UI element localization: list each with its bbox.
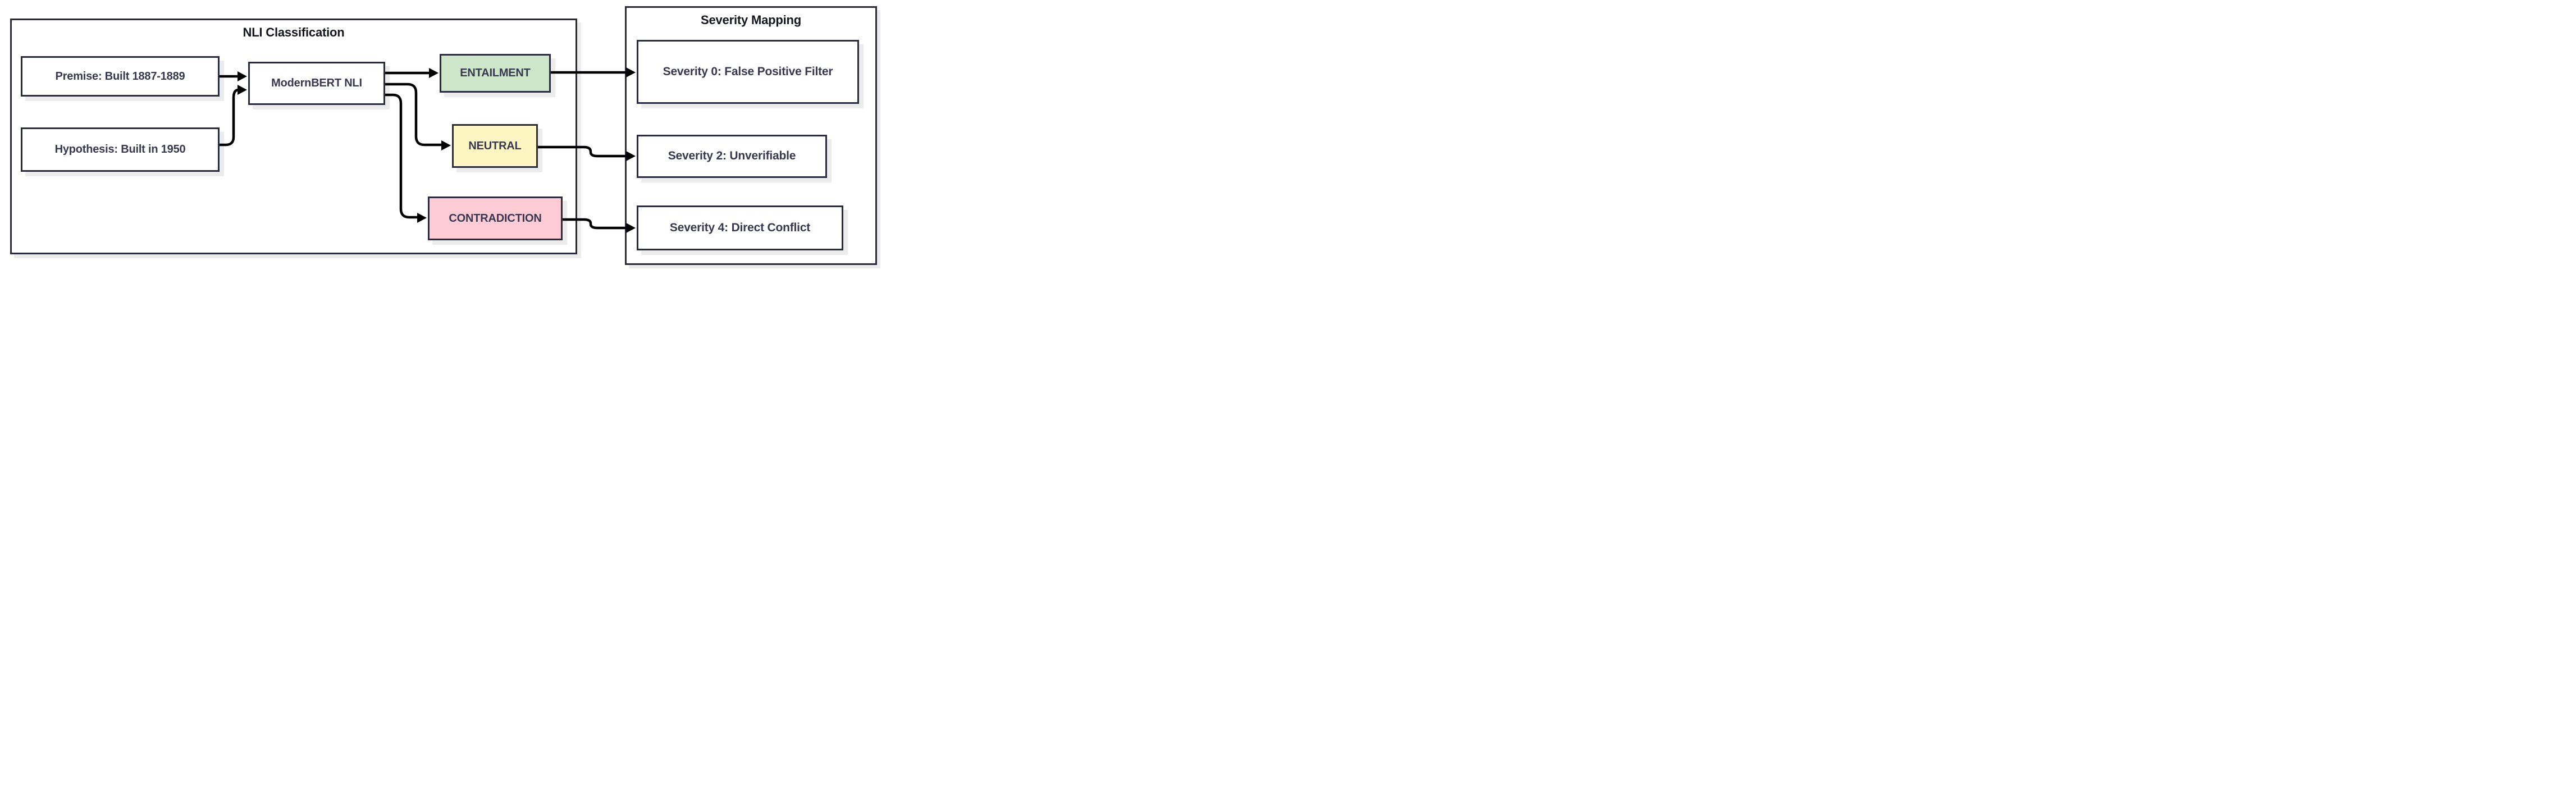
neutral-label: NEUTRAL bbox=[468, 139, 522, 152]
severity-mapping-title: Severity Mapping bbox=[701, 13, 801, 27]
premise-node: Premise: Built 1887-1889 bbox=[21, 56, 220, 97]
severity-0-label: Severity 0: False Positive Filter bbox=[663, 65, 833, 78]
severity-4-node: Severity 4: Direct Conflict bbox=[637, 205, 843, 250]
entailment-node: ENTAILMENT bbox=[440, 54, 551, 93]
entailment-label: ENTAILMENT bbox=[460, 67, 531, 79]
severity-2-label: Severity 2: Unverifiable bbox=[668, 149, 796, 163]
severity-2-node: Severity 2: Unverifiable bbox=[637, 135, 827, 178]
premise-label: Premise: Built 1887-1889 bbox=[55, 70, 185, 83]
modernbert-nli-node: ModernBERT NLI bbox=[248, 62, 385, 105]
hypothesis-label: Hypothesis: Built in 1950 bbox=[54, 143, 186, 156]
neutral-node: NEUTRAL bbox=[452, 124, 538, 168]
hypothesis-node: Hypothesis: Built in 1950 bbox=[21, 127, 220, 172]
contradiction-label: CONTRADICTION bbox=[449, 212, 542, 225]
severity-0-node: Severity 0: False Positive Filter bbox=[637, 40, 859, 104]
severity-4-label: Severity 4: Direct Conflict bbox=[669, 221, 811, 234]
modernbert-nli-label: ModernBERT NLI bbox=[271, 77, 362, 89]
nli-classification-title: NLI Classification bbox=[243, 25, 345, 39]
contradiction-node: CONTRADICTION bbox=[428, 196, 563, 240]
nli-severity-diagram: NLI Classification Severity Mapping Prem… bbox=[0, 0, 880, 268]
